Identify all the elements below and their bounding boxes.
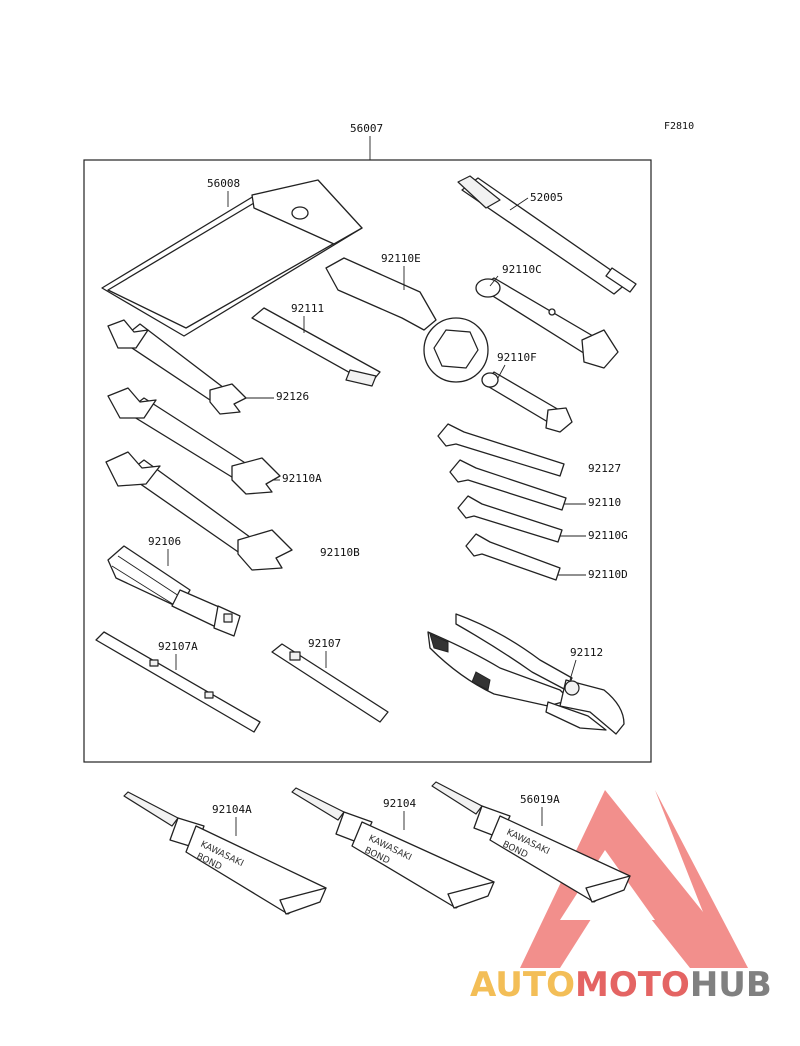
label-92104A: 92104A	[212, 803, 252, 816]
label-92107: 92107	[308, 637, 341, 650]
open-wrench-92126	[107, 319, 247, 415]
open-wrench-92110A	[107, 387, 281, 495]
socket-wrench-92110C	[475, 277, 619, 369]
label-92110B: 92110B	[320, 546, 360, 559]
label-56019A: 56019A	[520, 793, 560, 806]
label-92110: 92110	[588, 496, 621, 509]
label-92126: 92126	[276, 390, 309, 403]
screwdriver-bit-92107A	[95, 631, 261, 733]
hex-key-92127	[437, 423, 565, 477]
tool-bar-52005	[457, 175, 637, 295]
bond-tube-56019A: KAWASAKI BOND	[431, 781, 631, 903]
open-wrench-92110B	[105, 451, 293, 571]
label-56007: 56007	[350, 122, 383, 135]
watermark-text: AUTOMOTOHUB	[470, 965, 772, 1005]
bond-tube-92104: KAWASAKI BOND	[291, 787, 495, 909]
leader-92110C	[489, 275, 499, 287]
box-socket-92110F	[481, 371, 573, 433]
pliers-92112	[427, 613, 625, 735]
label-92111: 92111	[291, 302, 324, 315]
tool-bag-56008	[101, 179, 363, 337]
label-92110F: 92110F	[497, 351, 537, 364]
label-52005: 52005	[530, 191, 563, 204]
label-92110E: 92110E	[381, 252, 421, 265]
screwdriver-handle-92106	[107, 545, 241, 637]
watermark-auto: AUTO	[470, 965, 575, 1005]
screwdriver-bit-92107	[271, 643, 389, 723]
label-56008: 56008	[207, 177, 240, 190]
label-92110D: 92110D	[588, 568, 628, 581]
label-92112: 92112	[570, 646, 603, 659]
leader-92112	[569, 659, 577, 681]
watermark-hub: HUB	[690, 965, 772, 1005]
label-92104: 92104	[383, 797, 416, 810]
label-92127: 92127	[588, 462, 621, 475]
svg-text:AUTOMOTOHUB: AUTOMOTOHUB	[470, 965, 772, 1005]
leader-92110F	[497, 364, 506, 379]
figure-code: F2810	[664, 121, 694, 132]
leader-52005	[509, 197, 529, 211]
watermark-moto: MOTO	[575, 965, 690, 1005]
label-92106: 92106	[148, 535, 181, 548]
label-92110G: 92110G	[588, 529, 628, 542]
box-wrench-92110E	[325, 257, 489, 383]
label-92107A: 92107A	[158, 640, 198, 653]
tool-kit-frame	[83, 159, 652, 763]
label-92110C: 92110C	[502, 263, 542, 276]
extension-bar-92111	[251, 307, 381, 387]
hex-key-92110D	[465, 533, 561, 581]
label-92110A: 92110A	[282, 472, 322, 485]
